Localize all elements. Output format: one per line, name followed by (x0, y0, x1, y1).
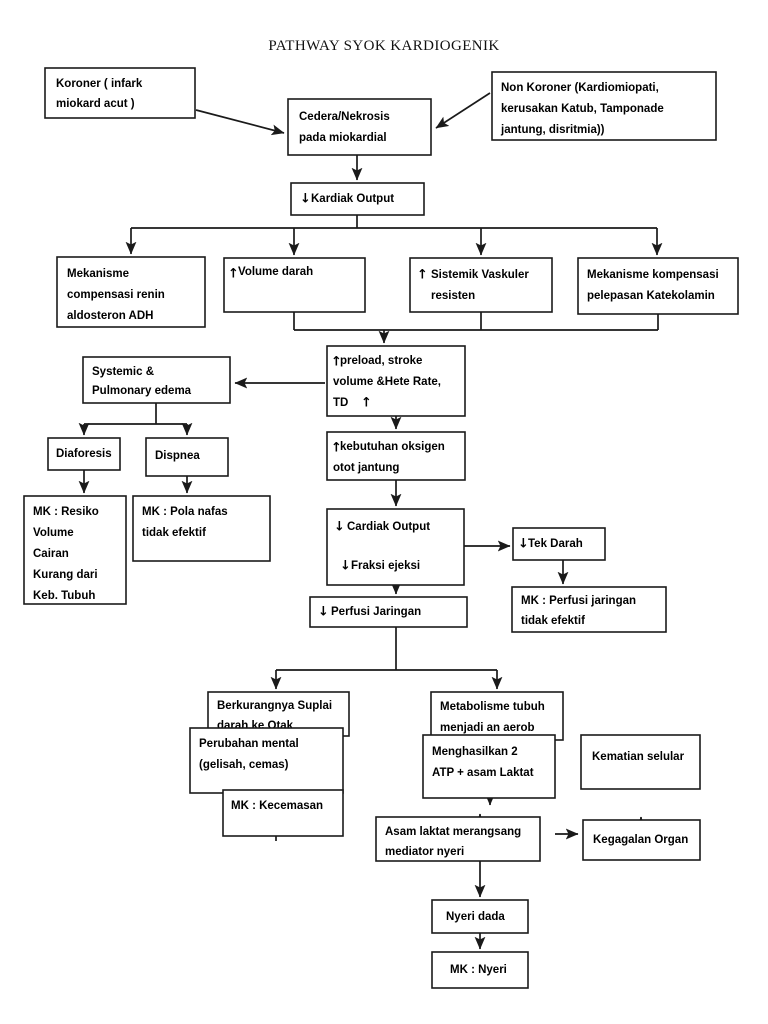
node-perubahan-mental-line2: (gelisah, cemas) (199, 759, 289, 771)
node-volume-darah[interactable]: ↑ Volume darah (223, 257, 366, 313)
node-asam-laktat[interactable]: Asam laktat merangsang mediator nyeri (375, 816, 541, 862)
node-tek-darah-label: Tek Darah (528, 538, 583, 550)
node-metabolisme-line2: menjadi an aerob (440, 722, 535, 734)
node-dispnea[interactable]: Dispnea (145, 437, 229, 477)
node-perfusi-jaringan[interactable]: ↓ Perfusi Jaringan (309, 596, 468, 628)
node-mekanisme-renin-line2: compensasi renin (67, 289, 165, 301)
node-diaforesis-label: Diaforesis (56, 448, 112, 460)
node-menghasilkan-atp[interactable]: Menghasilkan 2 ATP + asam Laktat (422, 734, 556, 799)
edge-koroner-to-cedera (195, 109, 285, 136)
node-sistemik-vaskuler-line1: Sistemik Vaskuler (431, 269, 529, 281)
node-koroner-line1: Koroner ( infark (56, 78, 143, 90)
node-mk-resiko-line3: Cairan (33, 548, 69, 560)
node-asam-laktat-line2: mediator nyeri (385, 846, 464, 858)
node-koroner[interactable]: Koroner ( infark miokard acut ) (44, 67, 196, 119)
node-menghasilkan-atp-line1: Menghasilkan 2 (432, 746, 518, 758)
page-title: PATHWAY SYOK KARDIOGENIK (268, 38, 500, 54)
node-cedera-line1: Cedera/Nekrosis (299, 111, 390, 123)
node-koroner-line2: miokard acut ) (56, 98, 135, 110)
node-kegagalan-organ-label: Kegagalan Organ (593, 834, 688, 846)
node-preload-line3: TD (333, 397, 348, 409)
node-mekanisme-renin-line3: aldosteron ADH (67, 310, 153, 322)
node-cardiak-output-line1: Cardiak Output (347, 521, 430, 533)
node-sistemik-vaskuler-line2: resisten (431, 290, 475, 302)
node-berkurang-suplai-line1: Berkurangnya Suplai (217, 700, 332, 712)
node-asam-laktat-line1: Asam laktat merangsang (385, 826, 521, 838)
down-arrow-icon: ↓ (334, 520, 345, 535)
node-mk-resiko-line5: Keb. Tubuh (33, 590, 95, 602)
node-perfusi-jaringan-label: Perfusi Jaringan (331, 606, 421, 618)
edge-kardiakoutput-fanbus (131, 215, 657, 229)
node-preload[interactable]: ↑ preload, stroke volume &Hete Rate, TD … (326, 345, 466, 417)
node-mk-resiko-line1: MK : Resiko (33, 506, 99, 518)
node-tek-darah[interactable]: ↓ Tek Darah (512, 527, 606, 561)
node-kardiak-output[interactable]: ↓ Kardiak Output (290, 182, 425, 216)
node-mk-resiko-volume[interactable]: MK : Resiko Volume Cairan Kurang dari Ke… (23, 495, 127, 605)
up-arrow-icon: ↑ (331, 441, 342, 456)
edge-layer (78, 92, 663, 950)
down-arrow-icon: ↓ (318, 605, 329, 620)
down-arrow-icon: ↓ (300, 192, 311, 207)
node-mekanisme-renin-line1: Mekanisme (67, 268, 129, 280)
edge-nonkoroner-to-cedera (435, 92, 491, 129)
node-cedera-line2: pada miokardial (299, 132, 387, 144)
node-edema[interactable]: Systemic & Pulmonary edema (82, 356, 231, 404)
node-mk-perfusi[interactable]: MK : Perfusi jaringan tidak efektif (511, 586, 667, 633)
node-preload-line2: volume &Hete Rate, (333, 376, 441, 388)
up-arrow-icon: ↑ (228, 267, 239, 282)
node-kegagalan-organ[interactable]: Kegagalan Organ (582, 819, 701, 861)
node-kebutuhan-oksigen[interactable]: ↑ kebutuhan oksigen otot jantung (326, 431, 466, 481)
edge-merge-bus-to-preload (293, 312, 659, 331)
node-mk-kecemasan-label: MK : Kecemasan (231, 800, 323, 812)
node-mk-pola-nafas-line1: MK : Pola nafas (142, 506, 228, 518)
node-edema-line1: Systemic & (92, 366, 154, 378)
node-katekolamin-line2: pelepasan Katekolamin (587, 290, 715, 302)
node-kematian-selular-label: Kematian selular (592, 751, 685, 763)
node-mk-nyeri[interactable]: MK : Nyeri (431, 951, 529, 989)
node-non-koroner-line2: kerusakan Katub, Tamponade (501, 103, 664, 115)
node-kematian-selular[interactable]: Kematian selular (580, 734, 701, 790)
down-arrow-icon: ↓ (518, 537, 529, 552)
node-dispnea-label: Dispnea (155, 450, 200, 462)
edge-edema-fanbus (84, 403, 187, 425)
node-mk-nyeri-label: MK : Nyeri (450, 964, 507, 976)
node-diaforesis[interactable]: Diaforesis (47, 437, 121, 471)
node-non-koroner[interactable]: Non Koroner (Kardiomiopati, kerusakan Ka… (491, 71, 717, 141)
node-preload-line1: preload, stroke (340, 355, 422, 367)
node-metabolisme[interactable]: Metabolisme tubuh menjadi an aerob (430, 691, 564, 741)
node-mk-resiko-line4: Kurang dari (33, 569, 98, 581)
up-arrow-icon-2: ↑ (361, 396, 372, 411)
node-sistemik-vaskuler[interactable]: ↑ Sistemik Vaskuler resisten (409, 257, 553, 313)
node-mk-resiko-line2: Volume (33, 527, 74, 539)
node-menghasilkan-atp-line2: ATP + asam Laktat (432, 767, 534, 779)
node-edema-line2: Pulmonary edema (92, 385, 192, 397)
node-non-koroner-line3: jantung, disritmia)) (500, 124, 605, 136)
node-mk-kecemasan[interactable]: MK : Kecemasan (222, 789, 344, 837)
edge-perfusi-fanbus (276, 627, 497, 671)
node-perubahan-mental-line1: Perubahan mental (199, 738, 299, 750)
node-mk-pola-nafas-line2: tidak efektif (142, 527, 206, 539)
up-arrow-icon: ↑ (331, 355, 342, 370)
up-arrow-icon: ↑ (417, 268, 428, 283)
node-katekolamin-line1: Mekanisme kompensasi (587, 269, 719, 281)
node-mk-pola-nafas[interactable]: MK : Pola nafas tidak efektif (132, 495, 271, 562)
node-kardiak-output-label: Kardiak Output (311, 193, 394, 205)
node-katekolamin[interactable]: Mekanisme kompensasi pelepasan Katekolam… (577, 257, 739, 315)
node-perubahan-mental[interactable]: Perubahan mental (gelisah, cemas) (189, 727, 344, 794)
node-cardiak-output-line2: Fraksi ejeksi (351, 560, 420, 572)
node-kebutuhan-oksigen-line1: kebutuhan oksigen (340, 441, 445, 453)
node-non-koroner-line1: Non Koroner (Kardiomiopati, (501, 82, 659, 94)
down-arrow-icon-2: ↓ (340, 559, 351, 574)
node-volume-darah-label: Volume darah (238, 266, 313, 278)
node-cardiak-output-fraksi[interactable]: ↓ Cardiak Output ↓ Fraksi ejeksi (326, 508, 465, 586)
node-nyeri-dada[interactable]: Nyeri dada (431, 899, 529, 934)
node-mekanisme-renin[interactable]: Mekanisme compensasi renin aldosteron AD… (56, 256, 206, 328)
node-mk-perfusi-line2: tidak efektif (521, 615, 585, 627)
node-nyeri-dada-label: Nyeri dada (446, 911, 505, 923)
node-mk-perfusi-line1: MK : Perfusi jaringan (521, 595, 636, 607)
node-kebutuhan-oksigen-line2: otot jantung (333, 462, 399, 474)
node-metabolisme-line1: Metabolisme tubuh (440, 701, 545, 713)
node-cedera-nekrosis[interactable]: Cedera/Nekrosis pada miokardial (287, 98, 432, 156)
